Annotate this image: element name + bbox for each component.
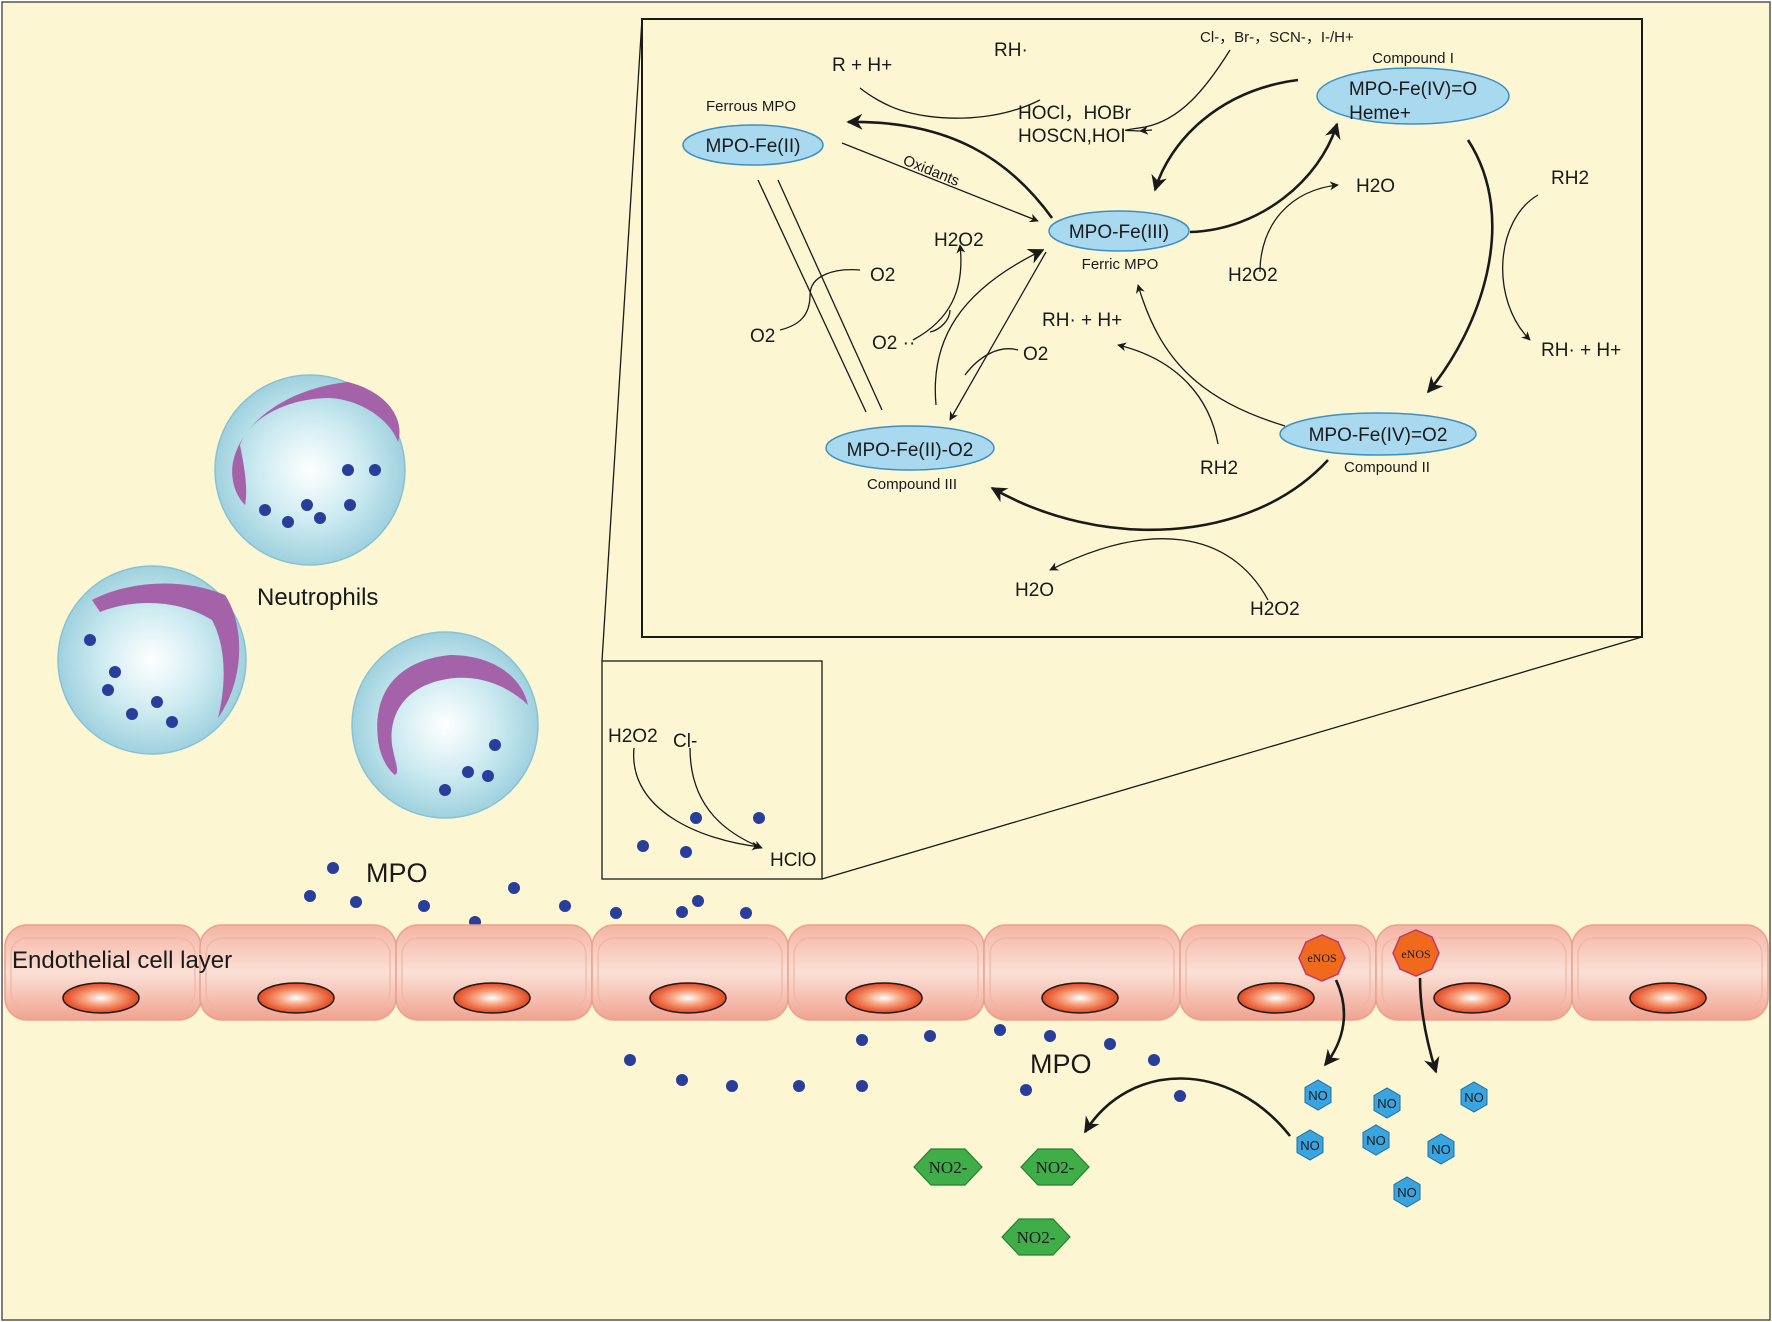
no-label: NO <box>1464 1090 1484 1105</box>
hypohalous-2: HOSCN,HOI <box>1018 126 1126 147</box>
no-molecule: NO <box>1362 1124 1390 1156</box>
endothelial-cell <box>1571 924 1769 1021</box>
no-label: NO <box>1308 1088 1328 1103</box>
mpo-granules-lower <box>624 1024 1186 1102</box>
no-molecule: NO <box>1296 1129 1324 1161</box>
ferrous-mpo: MPO-Fe(II) Ferrous MPO <box>682 98 824 166</box>
rh-h-mid-label: RH· + H+ <box>1042 310 1122 331</box>
compound-3: MPO-Fe(II)-O2 Compound III <box>825 425 995 493</box>
cell-nucleus <box>1237 982 1315 1014</box>
neutrophil-2 <box>57 565 247 755</box>
ferric-mpo-title: Ferric MPO <box>1082 256 1159 273</box>
compound-1-line1: MPO-Fe(IV)=O <box>1349 79 1477 100</box>
endothelial-cell-layer <box>4 924 1769 1021</box>
nitrite-molecules: NO2- NO2- NO2- <box>913 1148 1090 1256</box>
rh-h-right-label: RH· + H+ <box>1541 340 1621 361</box>
nitrite-molecule: NO2- <box>1020 1148 1090 1186</box>
cell-nucleus <box>649 982 727 1014</box>
compound-3-title: Compound III <box>867 476 957 493</box>
no-to-nitrite-arrow <box>1083 1077 1292 1137</box>
box-h2o2: H2O2 <box>608 726 658 747</box>
enos-2-arrow <box>1418 977 1440 1074</box>
endothelial-cell <box>4 924 202 1021</box>
zoom-line-left <box>601 18 643 662</box>
no-label: NO <box>1300 1138 1320 1153</box>
ferric-mpo-label: MPO-Fe(III) <box>1069 222 1169 243</box>
compound-1-title: Compound I <box>1372 50 1454 67</box>
cell-nucleus <box>1433 982 1511 1014</box>
enos-2-label: eNOS <box>1401 947 1430 961</box>
h2o-bottom-label: H2O <box>1015 580 1054 601</box>
nitrite-molecule: NO2- <box>1001 1218 1071 1256</box>
halides-label: Cl-，Br-，SCN-，I-/H+ <box>1200 29 1354 46</box>
endothelial-cell <box>591 924 789 1021</box>
cell-nucleus <box>1041 982 1119 1014</box>
no-molecule: NO <box>1304 1079 1332 1111</box>
h2o2-ferric-label: H2O2 <box>1228 265 1278 286</box>
ferrous-mpo-label: MPO-Fe(II) <box>706 136 801 157</box>
neutrophils-label: Neutrophils <box>257 584 378 611</box>
endothelial-cell <box>1179 924 1377 1021</box>
cell-nucleus <box>1629 982 1707 1014</box>
compound-1-line2: Heme+ <box>1349 103 1411 124</box>
o2-b-label: O2 <box>750 326 775 347</box>
zoom-line-right <box>821 636 1643 880</box>
neutrophil-3 <box>351 631 539 819</box>
endothelial-cell <box>395 924 593 1021</box>
endothelial-label: Endothelial cell layer <box>12 947 232 974</box>
mpo-granules-released <box>304 862 752 928</box>
compound-3-label: MPO-Fe(II)-O2 <box>847 440 974 461</box>
compound-2: MPO-Fe(IV)=O2 Compound II <box>1279 412 1477 476</box>
cell-nucleus <box>845 982 923 1014</box>
h2o-top-label: H2O <box>1356 176 1395 197</box>
box-hclo: HClO <box>770 850 816 871</box>
no-label: NO <box>1431 1142 1451 1157</box>
cycle-arrows <box>757 49 1539 601</box>
compound-2-title: Compound II <box>1344 459 1430 476</box>
endothelial-cell <box>787 924 985 1021</box>
mpo-label-bottom: MPO <box>1030 1049 1092 1079</box>
mpo-label-top: MPO <box>366 858 428 888</box>
no-molecule: NO <box>1373 1087 1401 1119</box>
o2-superoxide-label: O2 ·· <box>872 333 915 354</box>
cell-nucleus <box>257 982 335 1014</box>
box-cl: Cl- <box>673 731 697 752</box>
no-label: NO <box>1377 1096 1397 1111</box>
no2-label: NO2- <box>1017 1228 1056 1247</box>
no2-label: NO2- <box>1036 1158 1075 1177</box>
o2-a-label: O2 <box>870 265 895 286</box>
r-h-label: R + H+ <box>832 55 892 76</box>
no-molecule: NO <box>1427 1133 1455 1165</box>
no-molecules: NO NO NO NO NO NO NO <box>1296 1079 1488 1208</box>
no-label: NO <box>1397 1185 1417 1200</box>
rh2-right-label: RH2 <box>1551 168 1589 189</box>
nitrite-molecule: NO2- <box>913 1148 983 1186</box>
hypohalous-1: HOCl，HOBr <box>1018 103 1132 124</box>
hclo-zoom-box: H2O2 Cl- HClO <box>601 660 823 880</box>
o2-c-label: O2 <box>1023 344 1048 365</box>
compound-1: MPO-Fe(IV)=O Heme+ Compound I <box>1316 50 1510 125</box>
rh-radical-label: RH· <box>994 40 1028 61</box>
enos-1-label: eNOS <box>1307 951 1336 965</box>
no2-label: NO2- <box>929 1158 968 1177</box>
ferrous-mpo-title: Ferrous MPO <box>706 98 796 115</box>
cell-nucleus <box>62 982 140 1014</box>
no-molecule: NO <box>1393 1176 1421 1208</box>
h2o2-c3-label: H2O2 <box>934 230 984 251</box>
h2o2-bottom-label: H2O2 <box>1250 599 1300 620</box>
no-molecule: NO <box>1460 1081 1488 1113</box>
cycle-box <box>641 18 1643 638</box>
ferric-mpo: MPO-Fe(III) Ferric MPO <box>1048 210 1190 273</box>
endothelial-cell <box>983 924 1181 1021</box>
enos-1-arrow <box>1323 979 1346 1067</box>
no-label: NO <box>1366 1133 1386 1148</box>
cell-nucleus <box>453 982 531 1014</box>
enos-2: eNOS <box>1392 929 1440 977</box>
enos-1: eNOS <box>1298 934 1346 982</box>
compound-2-label: MPO-Fe(IV)=O2 <box>1309 425 1448 446</box>
endothelial-cell <box>199 924 397 1021</box>
rh2-mid-label: RH2 <box>1200 458 1238 479</box>
neutrophil-1 <box>214 374 406 566</box>
